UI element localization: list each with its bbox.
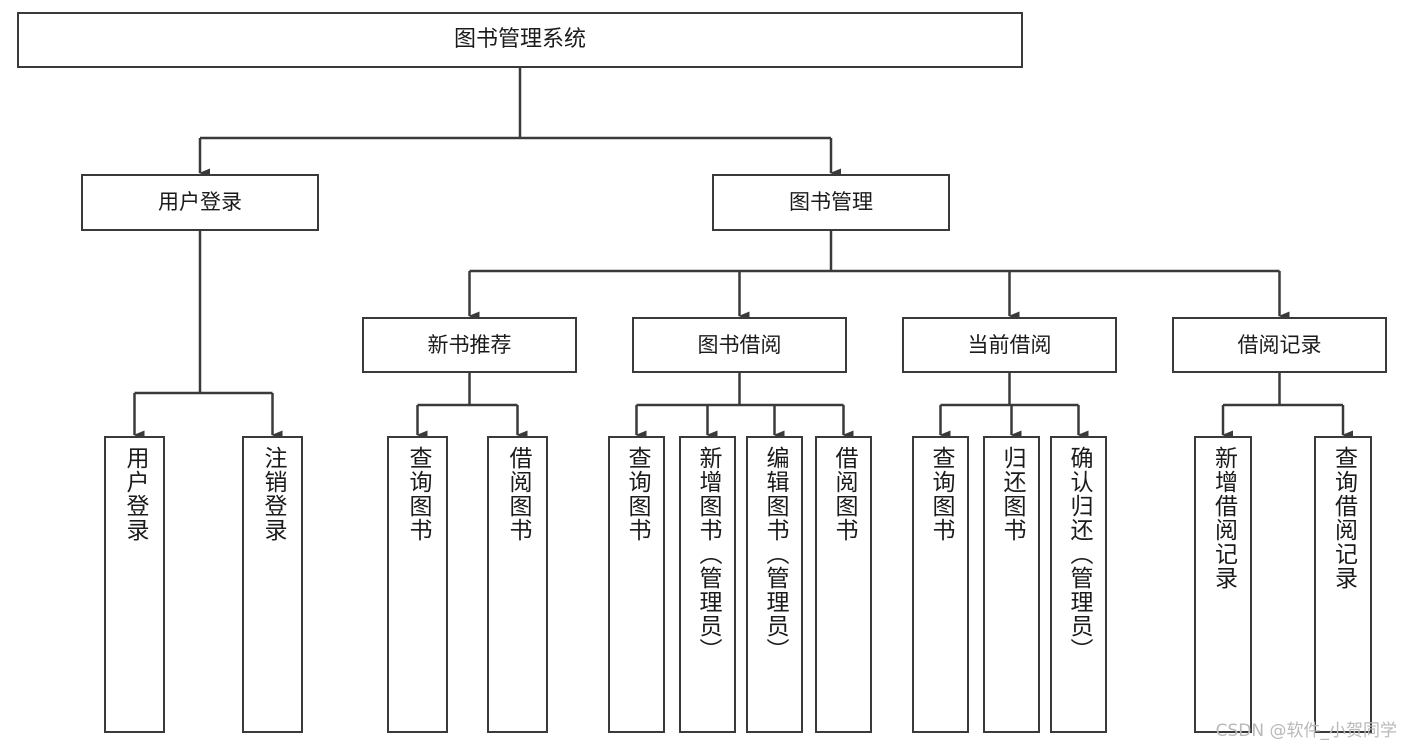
node-current-borrowing[interactable]: 当前借阅: [902, 317, 1117, 373]
node-label: 新增图书（管理员）: [695, 446, 721, 662]
node-label: 用户登录: [158, 190, 242, 215]
connector-lines: [133, 68, 1353, 440]
node-leaf-user-login[interactable]: 用户登录: [104, 436, 165, 733]
node-label: 确认归还（管理员）: [1066, 446, 1092, 662]
node-root-library-management-system[interactable]: 图书管理系统: [17, 12, 1023, 68]
node-label: 当前借阅: [967, 332, 1052, 357]
node-leaf-add-borrowing-record[interactable]: 新增借阅记录: [1194, 436, 1252, 733]
node-label: 用户登录: [122, 446, 148, 542]
node-leaf-query-book-borrowing[interactable]: 查询图书: [608, 436, 665, 733]
node-leaf-add-book-admin[interactable]: 新增图书（管理员）: [679, 436, 736, 733]
node-label: 借阅记录: [1237, 332, 1322, 357]
node-label: 借阅图书: [505, 446, 531, 542]
node-label: 查询图书: [928, 446, 954, 542]
node-label: 借阅图书: [831, 446, 857, 542]
node-new-book-recommendation[interactable]: 新书推荐: [362, 317, 577, 373]
node-leaf-confirm-return-admin[interactable]: 确认归还（管理员）: [1050, 436, 1107, 733]
node-label: 查询图书: [405, 446, 431, 542]
node-borrowing-record[interactable]: 借阅记录: [1172, 317, 1387, 373]
node-label: 图书管理: [789, 190, 873, 215]
node-label: 图书借阅: [697, 332, 782, 357]
node-label: 新书推荐: [427, 332, 512, 357]
node-label: 归还图书: [999, 446, 1025, 542]
node-book-management[interactable]: 图书管理: [712, 174, 950, 231]
node-leaf-borrow-book-borrowing[interactable]: 借阅图书: [815, 436, 872, 733]
node-user-login[interactable]: 用户登录: [81, 174, 319, 231]
node-label: 注销登录: [260, 446, 286, 542]
node-label: 查询图书: [624, 446, 650, 542]
node-leaf-query-book-recommendation[interactable]: 查询图书: [387, 436, 448, 733]
node-label: 查询借阅记录: [1330, 446, 1357, 590]
node-leaf-logout[interactable]: 注销登录: [242, 436, 303, 733]
node-label: 新增借阅记录: [1210, 446, 1237, 590]
node-leaf-return-book[interactable]: 归还图书: [983, 436, 1040, 733]
node-leaf-query-book-current[interactable]: 查询图书: [912, 436, 969, 733]
node-leaf-edit-book-admin[interactable]: 编辑图书（管理员）: [746, 436, 803, 733]
node-label: 编辑图书（管理员）: [762, 446, 788, 662]
node-label: 图书管理系统: [453, 27, 586, 53]
node-leaf-query-borrowing-record[interactable]: 查询借阅记录: [1314, 436, 1372, 733]
node-leaf-borrow-book-recommendation[interactable]: 借阅图书: [487, 436, 548, 733]
node-book-borrowing[interactable]: 图书借阅: [632, 317, 847, 373]
